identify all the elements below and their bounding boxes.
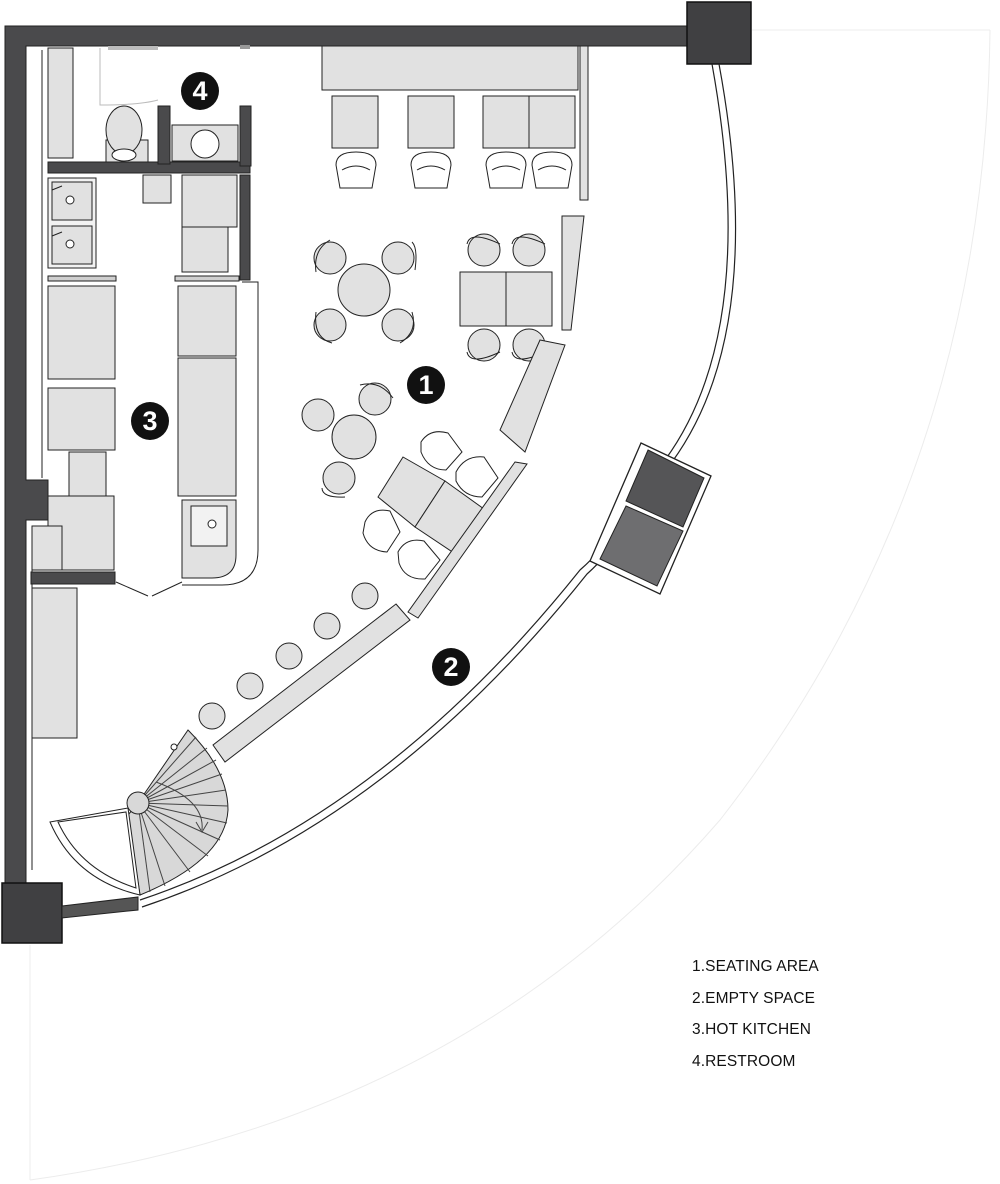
legend-item-seating-area: 1.SEATING AREA: [692, 958, 819, 975]
legend-item-hot-kitchen: 3.HOT KITCHEN: [692, 1021, 812, 1038]
legend: 1.SEATING AREA 2.EMPTY SPACE 3.HOT KITCH…: [692, 955, 819, 1081]
hot-kitchen: [30, 174, 259, 739]
zone-marker-3: 3: [131, 402, 169, 440]
zone-marker-4: 4: [181, 72, 219, 110]
column-top-right: [686, 1, 752, 65]
wall-stub-bottom: [61, 896, 139, 919]
zone-marker-4-label: 4: [192, 76, 207, 106]
zone-marker-3-label: 3: [142, 406, 157, 436]
column-bottom-left: [1, 882, 63, 944]
toilet-bowl-icon: [105, 105, 143, 155]
counter-bench: [198, 582, 411, 763]
zone-marker-1: 1: [407, 366, 445, 404]
legend-item-restroom: 4.RESTROOM: [692, 1052, 796, 1070]
spiral-stairs: [49, 729, 229, 896]
stair-post-icon: [126, 791, 150, 815]
zone-marker-2: 2: [432, 648, 470, 686]
seating-area: [301, 45, 589, 619]
facade-door-box: [589, 442, 712, 595]
kitchen-handsink-icon: [190, 505, 228, 547]
zone-marker-1-label: 1: [418, 370, 433, 400]
site-boundary: [29, 29, 991, 1181]
chair-row: [335, 151, 573, 189]
legend-item-empty-space: 2.EMPTY SPACE: [692, 989, 816, 1007]
zone-marker-2-label: 2: [443, 652, 458, 682]
restroom: [47, 45, 252, 174]
